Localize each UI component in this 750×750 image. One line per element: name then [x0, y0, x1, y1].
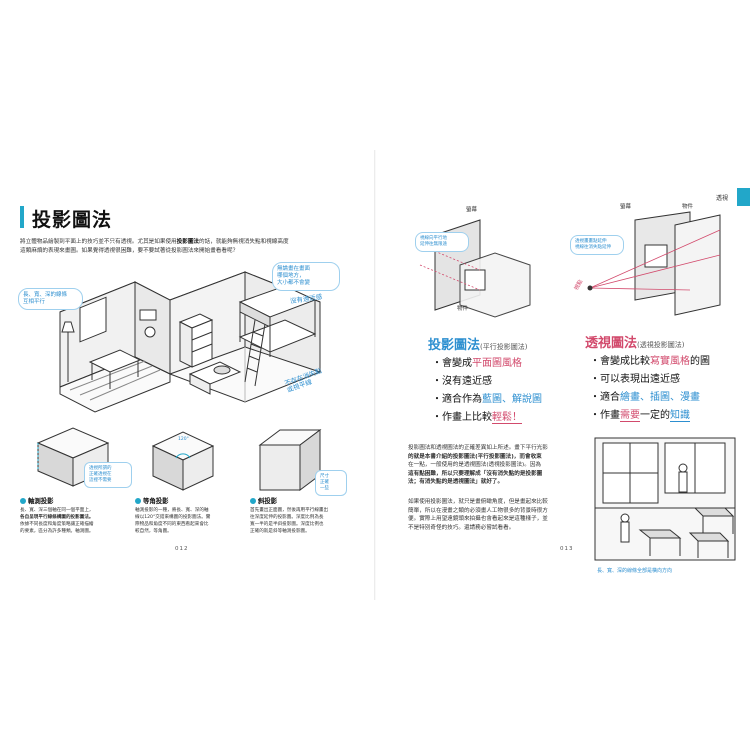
projection-heading: 投影圖法(平行投影圖法): [428, 338, 528, 353]
intro-paragraph: 將立體物品繪製到平面上的技巧並不只有透視。尤其是如果使用投影圖法的話，就能夠無視…: [20, 239, 289, 254]
viewpoint-dot-icon: [587, 285, 593, 291]
cube-title-axonometric: 軸測投影: [20, 496, 54, 505]
bullet-dot-icon: [250, 498, 256, 504]
cube-isometric: [151, 431, 215, 491]
perspective-bullet-4: ・作畫需要一定的知識: [590, 410, 690, 422]
note-perspective-sightlines-text: 透視畫畫點延伸 視線往消失點延伸: [575, 239, 611, 250]
note-size-constant: 無論畫在畫面 哪個地方， 大小都不會變: [272, 262, 340, 291]
note-cube-perspective-text: 透視所謂的 正確透視在 這裡不需要: [89, 466, 112, 483]
page-title: 投影圖法: [32, 209, 113, 231]
note-parallel-sightlines-text: 視線向平行地 延伸往無限遠: [420, 236, 447, 247]
note-oblique-size-text: 尺寸 正確 一些: [320, 474, 329, 491]
projection-bullet-3: ・適合作為藍圖、解說圖: [432, 394, 542, 405]
label-screen-left: 螢幕: [466, 207, 478, 213]
note-parallel-sightlines: 視線向平行地 延伸往無限遠: [415, 232, 469, 252]
classroom-scene-illustration: [594, 437, 736, 561]
page-gutter: [374, 150, 376, 600]
page-number-left: 012: [175, 546, 189, 552]
parallel-projection-diagram: [419, 219, 531, 318]
projection-bullet-2: ・沒有遠近感: [432, 376, 492, 387]
note-oblique-size: 尺寸 正確 一些: [315, 470, 347, 496]
bullet-dot-icon: [20, 498, 26, 504]
chapter-tab: [737, 188, 750, 206]
perspective-projection-diagram: [587, 211, 721, 316]
perspective-bullet-3: ・適合繪畫、插圖、漫畫: [590, 392, 700, 403]
label-object-right: 物件: [682, 204, 694, 210]
angle-label: 120°: [178, 437, 189, 442]
isometric-room-illustration: [59, 271, 321, 413]
cube-desc-isometric: 軸測投影的一種，將長、寬、深的軸 線以120°交錯來構圖的投影圖法。實 際物品和…: [135, 508, 211, 534]
projection-bullet-1: ・會變成平面圖風格: [432, 358, 522, 369]
label-screen-right: 螢幕: [620, 204, 632, 210]
cube-title-oblique: 斜投影: [250, 496, 277, 505]
note-parallel-lines: 長、寬、深的線條 互相平行: [18, 288, 83, 310]
label-object-left: 物件: [457, 306, 469, 312]
title-accent-bar: [20, 206, 24, 228]
projection-bullet-4: ・作畫上比較輕鬆！: [432, 412, 522, 424]
perspective-heading: 透視圖法(透視投影圖法): [585, 336, 685, 351]
note-perspective-sightlines: 透視畫畫點延伸 視線往消失點延伸: [570, 235, 624, 255]
note-size-constant-text: 無論畫在畫面 哪個地方， 大小都不會變: [277, 266, 311, 286]
note-parallel-lines-text: 長、寬、深的線條 互相平行: [23, 292, 68, 305]
usage-paragraph: 如果使用投影圖法，就只是畫俯瞰角度，但是畫起來比較 簡單，所以在漫畫之類的必須畫…: [408, 499, 548, 531]
cube-title-isometric: 等角投影: [135, 496, 169, 505]
cube-desc-oblique: 首先畫出正面圖，然後再用平行線畫出 往深度延伸的投影圖。深度比例為長 寬一半的是…: [250, 508, 329, 534]
comparison-paragraph: 投影圖法和透視圖法的正確差異如上所述。畫下平行光影 的就是本書介紹的投影圖法(平…: [408, 445, 548, 486]
perspective-bullet-1: ・會變成比較寫實風格的圖: [590, 356, 710, 367]
note-cube-perspective: 透視所謂的 正確透視在 這裡不需要: [84, 462, 132, 488]
page-number-right: 013: [560, 546, 574, 552]
bullet-dot-icon: [135, 498, 141, 504]
chapter-tab-label: 透視: [716, 195, 729, 202]
scene-caption: 長、寬、深的線條全部是橫向方向: [597, 568, 673, 574]
cube-desc-axonometric: 長、寬、深三個軸在同一個平面上， 各自呈現平行線條構圖的投影圖法。 依據不同長度…: [20, 508, 94, 534]
perspective-bullet-2: ・可以表現出遠近感: [590, 374, 680, 385]
